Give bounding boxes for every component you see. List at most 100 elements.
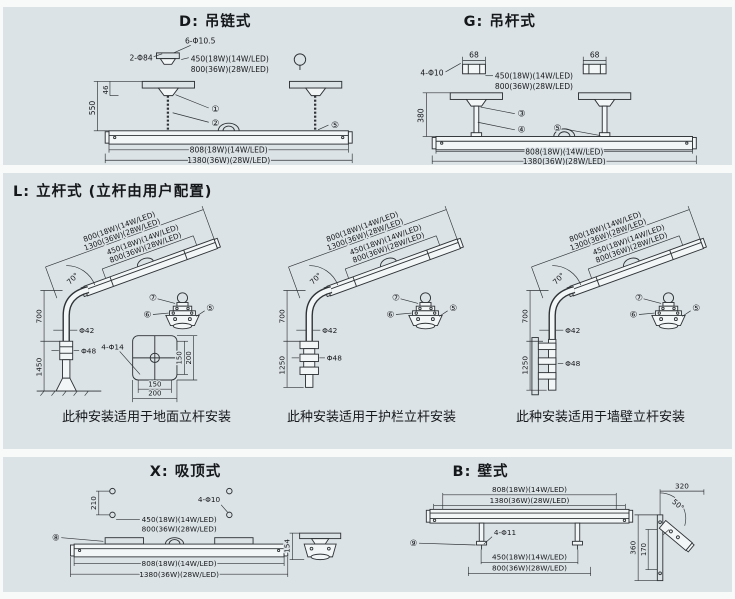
label-dia42: Φ42 [322,326,337,335]
dimension-dia42: Φ42 [539,325,582,336]
arm-assembly: 800(18W)(14W/LED) 1300(36W)(28W/LED) 450… [45,205,221,299]
chain-top-detail: 6-Φ10.5 2-Φ84 450(18W)(14W/LED) 800(36W)… [128,35,307,75]
luminaire-body [104,122,353,145]
section-title-chain: D: 吊链式 [179,14,252,30]
label-dia48: Φ48 [565,359,580,368]
diagram-pole-ground: 800(18W)(14W/LED) 1300(36W)(28W/LED) 450… [7,201,250,425]
dimension-700: 700 [276,290,306,342]
section-title-wallmount: B: 壁式 [452,464,509,480]
label-320: 320 [675,482,689,490]
label-68-right: 68 [590,51,600,60]
label-68-left: 68 [469,51,479,60]
fixture-detail: ⑦ ⑥ ⑤ [386,292,458,330]
fixture-detail: ⑦ ⑥ ⑤ [629,292,701,330]
dimension-550: 550 [87,81,143,132]
label-170: 170 [640,543,648,556]
dimension-700: 700 [33,290,63,342]
arm-assembly: 800(18W)(14W/LED) 1300(36W)(28W/LED) 450… [531,205,707,299]
dimension-380: 380 [415,92,450,137]
mount-plate-right [214,537,254,545]
dimension-body-length: 808(18W)(14W/LED) 1380(36W)(28W/LED) [431,146,697,165]
callout-5: ⑤ [331,121,339,131]
label-span-800: 800(36W)(28W/LED) [142,524,217,533]
hole-pattern: 210 4-Φ10 450(18W)(14W/LED) 800(36W)(28W… [88,487,233,535]
callout-4: ④ [517,126,525,136]
label-len-1380: 1380(36W)(28W/LED) [490,496,570,505]
pole-ground-drawing: 800(18W)(14W/LED) 1300(36W)(28W/LED) 450… [33,205,221,403]
wall-mount-drawing: 808(18W)(14W/LED) 1380(36W)(28W/LED) [409,482,705,582]
label-base-200-v: 200 [185,351,193,364]
panel-pole-mounts: L: 立杆式 (立杆由用户配置) 800(18W)(14W/LED) 1300(… [3,173,732,449]
dimension-body-length: 808(18W)(14W/LED) 1380(36W)(28W/LED) [105,144,353,165]
callout-8-group: ⑧ [51,533,104,544]
ceiling-bracket-left [449,92,503,107]
diagram-pole-wall: 800(18W)(14W/LED) 1300(36W)(28W/LED) 450… [493,201,735,425]
diagram-chain-mount: D: 吊链式 6-Φ10.5 2-Φ84 450(18W)(14W/LED) 8… [3,7,368,165]
angle-arc [552,265,582,286]
dimension-46: 46 [100,81,119,96]
callout-6: ⑥ [143,310,151,320]
callout-7: ⑦ [392,294,400,304]
base-plate-detail: 4-Φ14 150 200 150 [100,335,198,403]
label-base-150-h: 150 [148,380,161,388]
wall-bracket-stack [531,337,557,396]
rail-clamp-stack [299,340,319,388]
label-holes: 4-Φ10 [198,495,221,504]
label-span-800: 800(36W)(28W/LED) [191,65,269,74]
caption-ground-pole: 此种安装适用于地面立杆安装 [61,410,231,425]
mount-plate-left [104,537,144,545]
label-len-1380: 1380(36W)(28W/LED) [523,157,606,165]
label-len-808: 808(18W)(14W/LED) [190,146,268,155]
fixture-detail: ⑦ ⑥ ⑤ [143,292,215,330]
rod-left [470,105,482,137]
dimension-stem-span: 450(18W)(14W/LED) 800(36W)(28W/LED) [468,549,591,577]
dimension-dia48: Φ48 [557,358,582,370]
caption-wall-pole: 此种安装适用于墙壁立杆安装 [515,410,685,425]
pole-coupler [59,340,74,361]
label-len-1380: 1380(36W)(28W/LED) [187,156,270,165]
callouts-rod: ③ ④ ⑤ [477,106,601,137]
label-holes: 4-Φ11 [494,528,516,537]
label-700: 700 [34,309,43,323]
label-span-450: 450(18W)(14W/LED) [191,54,269,63]
ceiling-bracket-right [289,80,343,97]
callout-7: ⑦ [635,294,643,304]
label-len-1380: 1380(36W)(28W/LED) [139,570,219,579]
label-len-808: 808(18W)(14W/LED) [525,148,603,157]
section-title-pole: L: 立杆式 (立杆由用户配置) [13,184,213,200]
diagram-ceiling-mount: X: 吸顶式 210 4-Φ10 450(18W)(14W/LED) [3,457,368,592]
hook-icon [294,53,307,70]
dimension-1250: 1250 [519,341,547,391]
label-1250: 1250 [520,356,529,375]
label-holes-group: 4-Φ11 [483,527,518,545]
pole-foot [55,377,78,392]
callout-9-group: ⑨ [409,538,476,550]
label-1250: 1250 [277,356,286,375]
side-view: 320 50° 360 [627,482,705,582]
callout-6: ⑥ [629,310,637,320]
callout-1: ① [212,105,220,115]
label-len-808: 808(18W)(14W/LED) [142,559,217,568]
ceiling-bracket-left [142,80,196,97]
label-dia42: Φ42 [79,326,94,335]
label-dia42: Φ42 [565,326,580,335]
label-holes: 4-Φ10 [420,69,443,78]
callout-5: ⑤ [692,304,700,314]
diagram-rod-mount: G: 吊杆式 4-Φ10 68 68 [368,7,733,165]
dimension-dia48: Φ48 [291,352,344,364]
diagram-wall-mount: B: 壁式 808(18W)(14W/LED) 1380(36W)(28W/LE… [368,457,733,592]
dimension-700: 700 [519,290,549,342]
panel-surface-mounts: X: 吸顶式 210 4-Φ10 450(18W)(14W/LED) [3,457,732,592]
label-base-150-v: 150 [176,351,184,364]
callout-8: ⑧ [52,533,60,543]
diagram-pole-rail: 800(18W)(14W/LED) 1300(36W)(28W/LED) 450… [250,201,493,425]
dimension-dia42: Φ42 [296,325,339,336]
label-dia48: Φ48 [327,354,342,363]
label-angle-70: 70° [551,271,567,287]
lamp-side [658,519,695,553]
dimension-dia42: Φ42 [53,325,96,336]
label-1450: 1450 [34,357,43,376]
dimension-1450: 1450 [33,341,56,392]
dimension-1250: 1250 [276,341,304,388]
label-angle-50: 50° [670,497,686,512]
